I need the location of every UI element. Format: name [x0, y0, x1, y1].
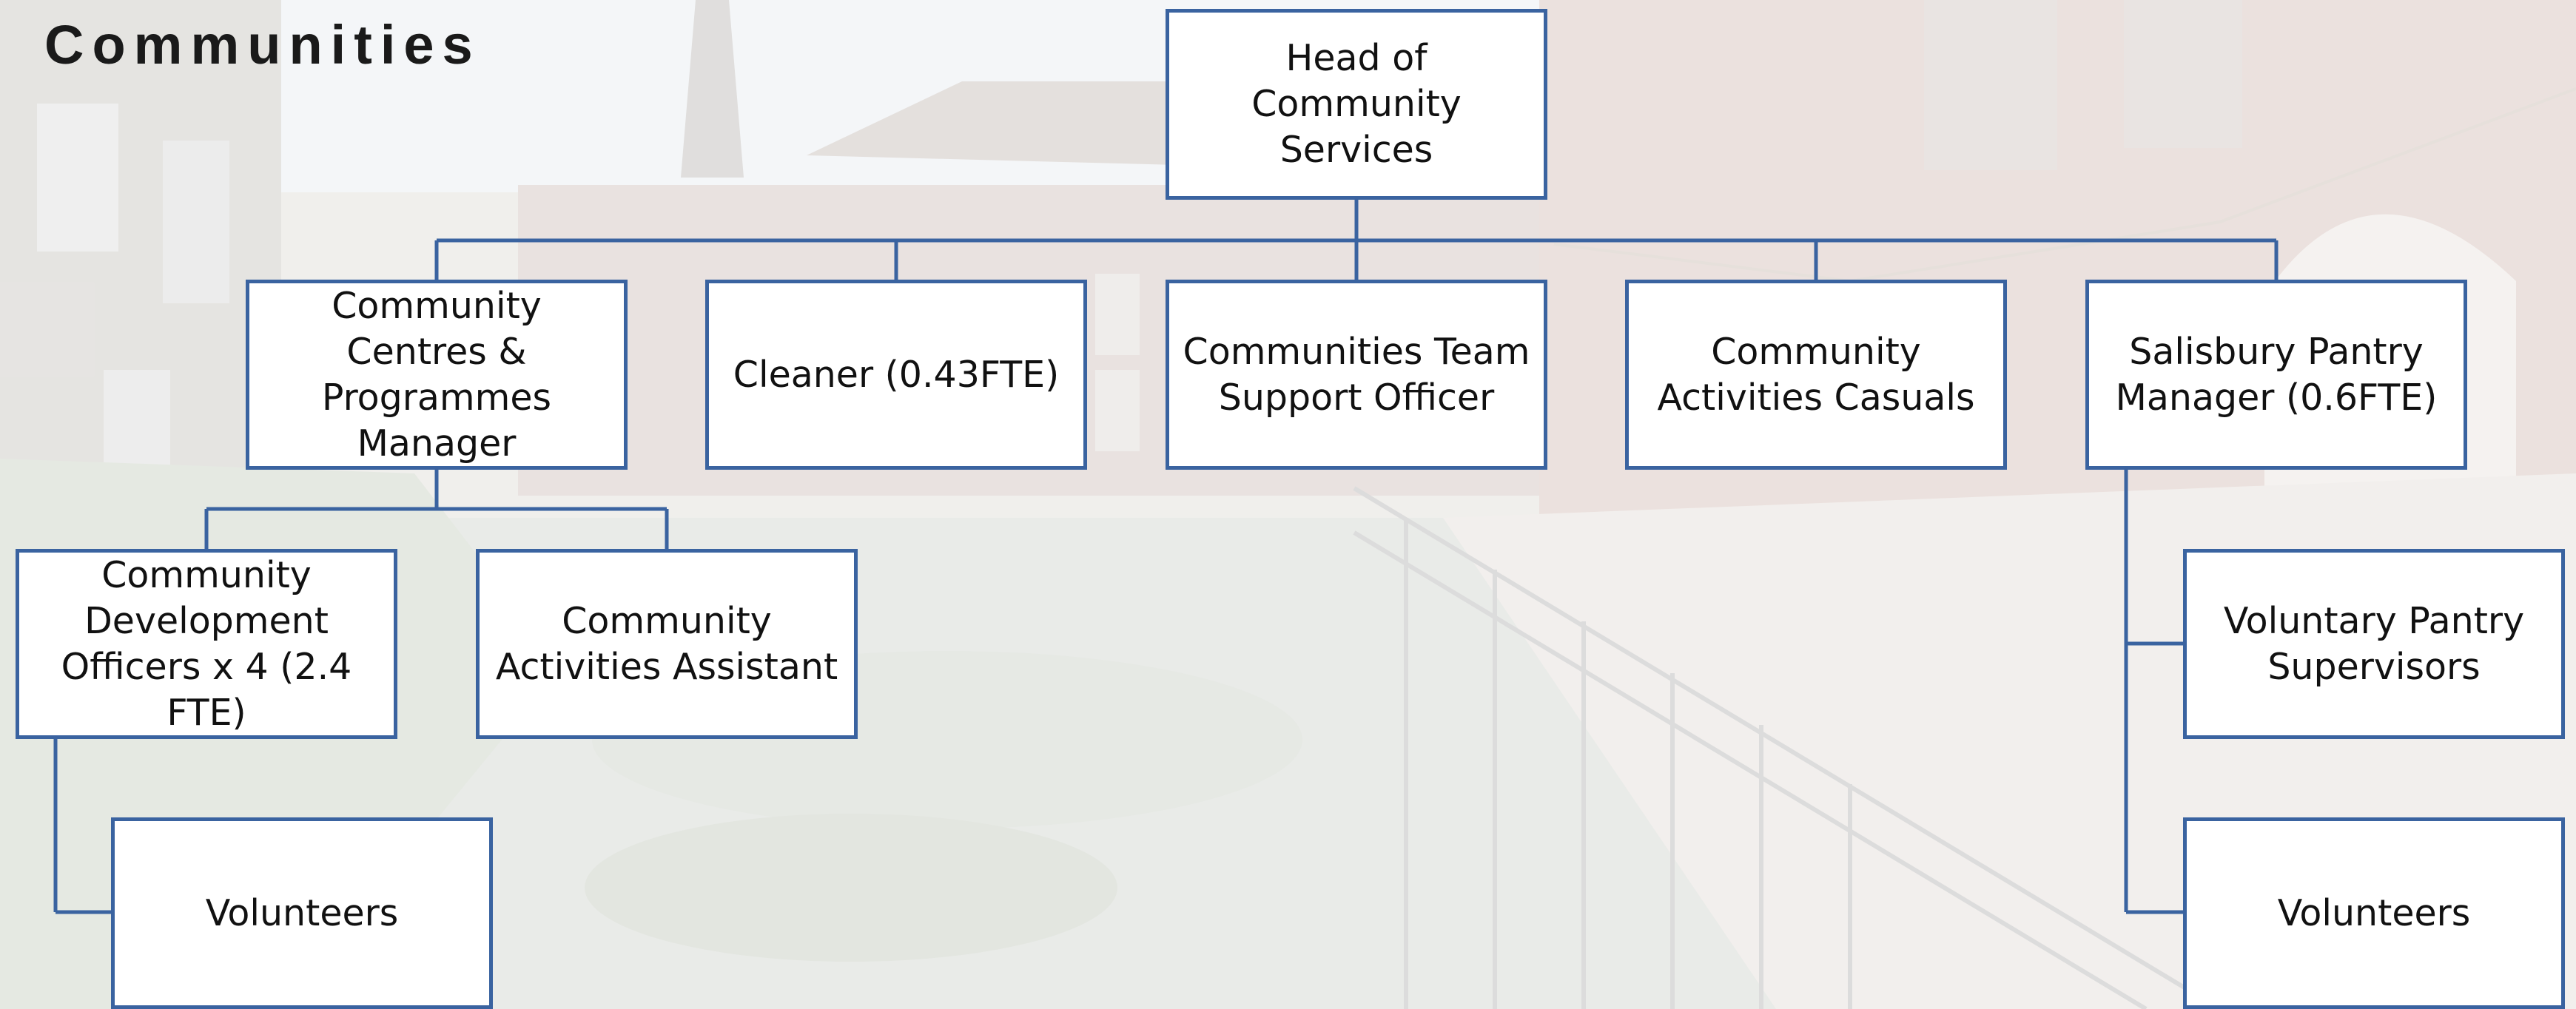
org-box-label: Communities Team Support Officer [1183, 330, 1530, 419]
org-box-label: Volunteers [2277, 891, 2471, 934]
org-box-label: Salisbury Pantry Manager (0.6FTE) [2115, 330, 2438, 419]
org-box-label: Community Development Officers x 4 (2.4 … [61, 553, 352, 734]
org-box-label: Community Centres & Programmes Manager [321, 284, 552, 465]
org-box-volunteers-right: Volunteers [2183, 817, 2565, 1009]
org-box-pantry-manager: Salisbury Pantry Manager (0.6FTE) [2085, 280, 2467, 470]
org-box-activities-casuals: Community Activities Casuals [1625, 280, 2007, 470]
page-title: Communities [44, 14, 481, 75]
org-box-head-of-community-services: Head of Community Services [1166, 9, 1547, 200]
org-box-label: Voluntary Pantry Supervisors [2223, 599, 2525, 688]
org-box-label: Head of Community Services [1251, 37, 1462, 171]
org-box-support-officer: Communities Team Support Officer [1166, 280, 1547, 470]
org-box-pantry-supervisors: Voluntary Pantry Supervisors [2183, 549, 2565, 739]
org-box-label: Community Activities Casuals [1657, 330, 1975, 419]
org-box-centres-manager: Community Centres & Programmes Manager [246, 280, 628, 470]
org-box-cleaner: Cleaner (0.43FTE) [705, 280, 1087, 470]
org-box-volunteers-left: Volunteers [111, 817, 493, 1009]
org-box-label: Community Activities Assistant [495, 599, 838, 688]
org-box-development-officers: Community Development Officers x 4 (2.4 … [16, 549, 397, 739]
org-box-activities-assistant: Community Activities Assistant [476, 549, 858, 739]
org-box-label: Cleaner (0.43FTE) [733, 353, 1060, 396]
org-box-label: Volunteers [205, 891, 399, 934]
